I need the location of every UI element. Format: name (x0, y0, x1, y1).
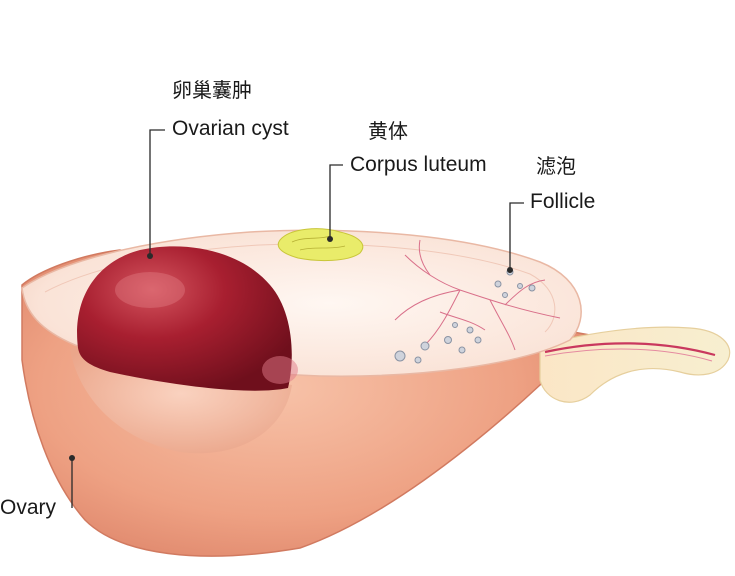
surface-vessels (394, 239, 561, 351)
ovarian-cyst-shape (77, 246, 292, 391)
ovarian-cyst-label-zh: 卵巢囊肿 (172, 78, 252, 102)
follicle-label-zh: 滤泡 (536, 154, 576, 178)
leader-lines (71, 129, 524, 508)
corpus-luteum-label: Corpus luteum (350, 153, 487, 176)
ovary-label: Ovary (0, 496, 57, 519)
follicle-label: Follicle (530, 190, 596, 213)
follicles (394, 268, 536, 364)
corpus-luteum-label-zh: 黄体 (368, 119, 408, 143)
ovarian-cyst-label: Ovarian cyst (172, 117, 289, 140)
corpus-luteum-shape (277, 228, 364, 262)
ligament-vessel (544, 342, 716, 357)
